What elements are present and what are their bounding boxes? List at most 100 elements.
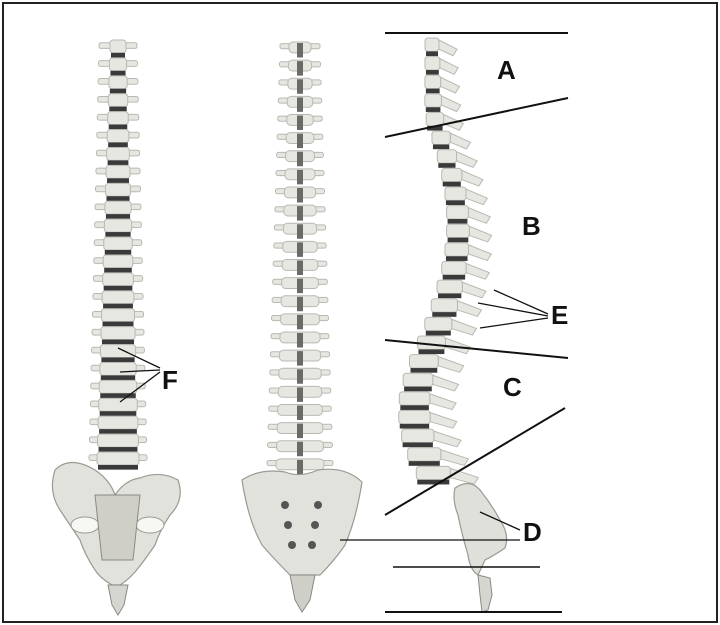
vertebral-body <box>425 75 441 88</box>
spinous-process <box>297 61 303 76</box>
intervertebral-disc <box>99 429 137 434</box>
label-C: C <box>503 372 522 402</box>
intervertebral-disc <box>105 232 130 237</box>
intervertebral-disc <box>426 89 440 94</box>
vertebral-body <box>447 224 470 237</box>
intervertebral-disc <box>446 256 468 261</box>
sacral-foramen <box>281 501 289 509</box>
spinous-process <box>297 79 303 94</box>
intervertebral-disc <box>400 405 429 410</box>
vertebral-body <box>105 201 131 214</box>
vertebral-body <box>432 131 450 144</box>
spinous-process <box>297 406 303 421</box>
sacral-foramen <box>308 541 316 549</box>
spinous-process <box>297 460 303 475</box>
intervertebral-disc <box>438 294 461 299</box>
spinous-process <box>297 369 303 384</box>
sacral-foramen <box>288 541 296 549</box>
vertebral-body <box>426 113 443 126</box>
label-F: F <box>162 365 178 395</box>
vertebral-body <box>100 363 136 376</box>
spinous-process <box>297 333 303 348</box>
intervertebral-disc <box>433 145 449 150</box>
vertebral-body <box>416 466 450 479</box>
spinous-process <box>297 116 303 131</box>
intervertebral-disc <box>104 286 133 291</box>
intervertebral-disc <box>108 142 128 147</box>
vertebral-body <box>108 112 129 125</box>
intervertebral-disc <box>400 424 429 429</box>
vertebral-body <box>437 150 456 163</box>
sacral-foramen <box>284 521 292 529</box>
vertebral-body <box>103 255 133 268</box>
vertebral-body <box>399 392 430 405</box>
intervertebral-disc <box>107 178 129 183</box>
vertebral-body <box>105 183 130 196</box>
label-B: B <box>522 211 541 241</box>
vertebral-body <box>104 219 131 232</box>
intervertebral-disc <box>426 51 438 56</box>
vertebral-body <box>442 262 466 275</box>
intervertebral-disc <box>409 461 440 466</box>
vertebral-body <box>109 58 126 71</box>
intervertebral-disc <box>101 375 135 380</box>
intervertebral-disc <box>99 447 138 452</box>
vertebral-body <box>425 57 440 70</box>
vertebral-body <box>408 448 441 461</box>
sacral-foramen <box>311 521 319 529</box>
spinous-process <box>297 279 303 294</box>
intervertebral-disc <box>446 200 465 205</box>
spinous-process <box>297 442 303 457</box>
intervertebral-disc <box>110 71 125 76</box>
vertebral-body <box>425 38 439 51</box>
intervertebral-disc <box>426 331 451 336</box>
label-E: E <box>551 300 568 330</box>
spinous-process <box>297 224 303 239</box>
vertebral-body <box>106 165 130 178</box>
intervertebral-disc <box>443 275 465 280</box>
vertebral-body <box>102 309 135 322</box>
vertebral-body <box>97 452 139 465</box>
intervertebral-disc <box>100 411 137 416</box>
vertebral-body <box>425 94 442 107</box>
intervertebral-disc <box>109 107 126 112</box>
vertebral-body <box>104 237 132 250</box>
intervertebral-disc <box>102 340 134 345</box>
vertebral-body <box>403 373 433 386</box>
intervertebral-disc <box>109 125 128 130</box>
vertebral-body <box>109 76 127 89</box>
sacral-foramen <box>314 501 322 509</box>
vertebral-body <box>409 355 438 368</box>
vertebral-body <box>445 187 466 200</box>
vertebral-body <box>107 130 129 143</box>
spinous-process <box>297 206 303 221</box>
spinous-process <box>297 188 303 203</box>
spinous-process <box>297 134 303 149</box>
spinous-process <box>297 424 303 439</box>
intervertebral-disc <box>106 196 129 201</box>
vertebral-body <box>103 273 134 286</box>
intervertebral-disc <box>438 163 455 168</box>
intervertebral-disc <box>418 349 444 354</box>
intervertebral-disc <box>110 89 126 94</box>
spinous-process <box>297 387 303 402</box>
intervertebral-disc <box>448 238 469 243</box>
spinous-process <box>297 351 303 366</box>
intervertebral-disc <box>403 443 433 448</box>
vertebral-body <box>99 398 138 411</box>
vertebral-body <box>98 434 139 447</box>
vertebral-body <box>101 327 135 340</box>
spinous-process <box>297 170 303 185</box>
sacrum-anterior <box>95 495 140 560</box>
intervertebral-disc <box>101 357 134 362</box>
intervertebral-disc <box>426 70 439 75</box>
vertebral-body <box>99 380 136 393</box>
intervertebral-disc <box>443 182 461 187</box>
intervertebral-disc <box>103 304 133 309</box>
intervertebral-disc <box>98 465 138 470</box>
label-A: A <box>497 55 516 85</box>
vertebral-body <box>102 291 134 304</box>
spinous-process <box>297 315 303 330</box>
intervertebral-disc <box>111 53 125 58</box>
